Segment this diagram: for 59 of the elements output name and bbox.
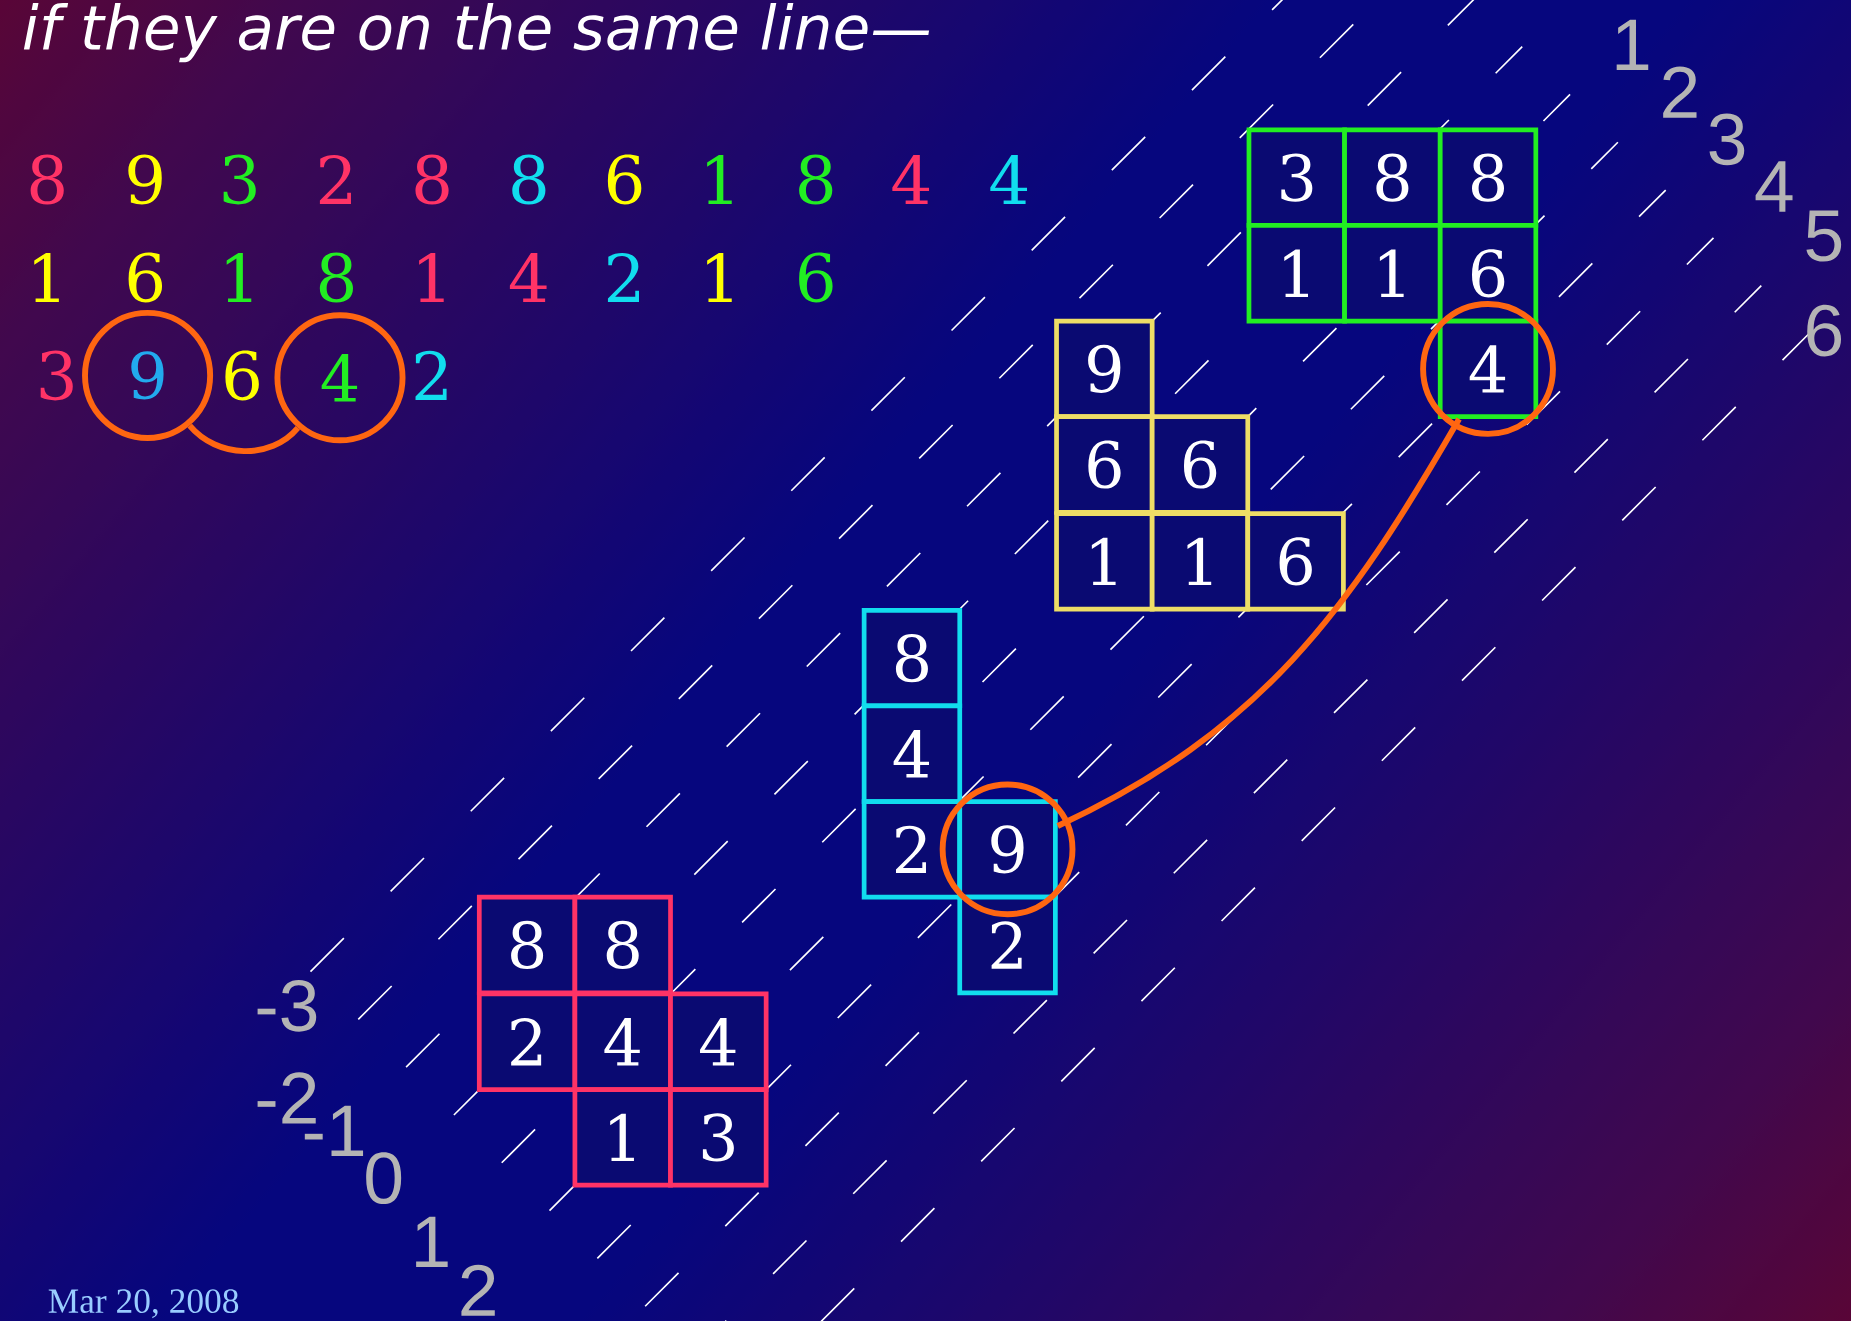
- grid-cell: 1: [1149, 511, 1251, 612]
- grid-cell: 6: [1437, 223, 1539, 324]
- grid-cell: 9: [1054, 318, 1155, 420]
- line-number: -3: [257, 979, 317, 1032]
- line-number: 0: [366, 1152, 402, 1205]
- line-number: 1: [416, 1216, 448, 1268]
- digit: 1: [34, 252, 59, 302]
- digit: 4: [892, 154, 930, 204]
- digit: 9: [128, 154, 162, 205]
- digit: 8: [799, 154, 833, 205]
- grid-cell: 4: [572, 991, 673, 1092]
- circled-digit: 4: [274, 312, 406, 444]
- grid-cell: 8: [1342, 127, 1443, 228]
- digit: 8: [319, 252, 353, 303]
- grid-cell: 4: [668, 991, 769, 1092]
- circled-digit: 9: [82, 309, 214, 441]
- grid-cell: 4: [861, 703, 963, 804]
- grid-cell: 8: [1437, 127, 1539, 228]
- digit: 2: [607, 252, 639, 302]
- connector-curve: [187, 423, 300, 454]
- digit: 3: [223, 154, 256, 205]
- digit: 1: [707, 154, 732, 204]
- grid-cell: 6: [1245, 511, 1346, 612]
- date-label: Mar 20, 2008: [48, 1289, 239, 1319]
- slide-title: if they are on the same line—: [23, 2, 930, 63]
- grid-cell: 8: [476, 894, 578, 996]
- digit: 2: [319, 154, 351, 204]
- line-number: 6: [1807, 304, 1841, 357]
- grid-cell: 9: [957, 799, 1058, 900]
- grid-cell: 1: [1054, 511, 1155, 612]
- digit: 8: [415, 154, 449, 205]
- digit: 4: [509, 252, 547, 302]
- grid-cell: 1: [1246, 223, 1347, 324]
- line-number: 3: [1709, 113, 1745, 166]
- grid-cell: 8: [861, 607, 963, 709]
- line-number: 2: [461, 1264, 495, 1316]
- grid-cell: 1: [572, 1087, 673, 1188]
- grid-cell: 1: [1342, 223, 1443, 324]
- grid-cell: 2: [957, 894, 1058, 996]
- line-number: 5: [1806, 210, 1842, 262]
- digit: 1: [707, 252, 732, 302]
- digit: 1: [419, 252, 444, 302]
- digit: 8: [512, 154, 546, 205]
- line-number: 4: [1755, 161, 1793, 212]
- digit: 6: [128, 252, 163, 303]
- grid-cell: 4: [1437, 318, 1539, 420]
- digit: 6: [799, 252, 833, 303]
- connector-curve: [1056, 417, 1462, 829]
- digit: 6: [607, 154, 642, 205]
- digit: 4: [990, 154, 1028, 204]
- line-number: 1: [1616, 19, 1649, 71]
- grid-cell: 6: [1149, 414, 1251, 515]
- line-number: 2: [1663, 66, 1697, 118]
- grid-cell: 3: [1246, 127, 1347, 228]
- digit: 1: [226, 252, 252, 302]
- grid-cell: 6: [1054, 414, 1155, 515]
- grid-cell: 3: [668, 1087, 769, 1188]
- digit: 6: [225, 350, 259, 401]
- digit: 8: [30, 154, 64, 205]
